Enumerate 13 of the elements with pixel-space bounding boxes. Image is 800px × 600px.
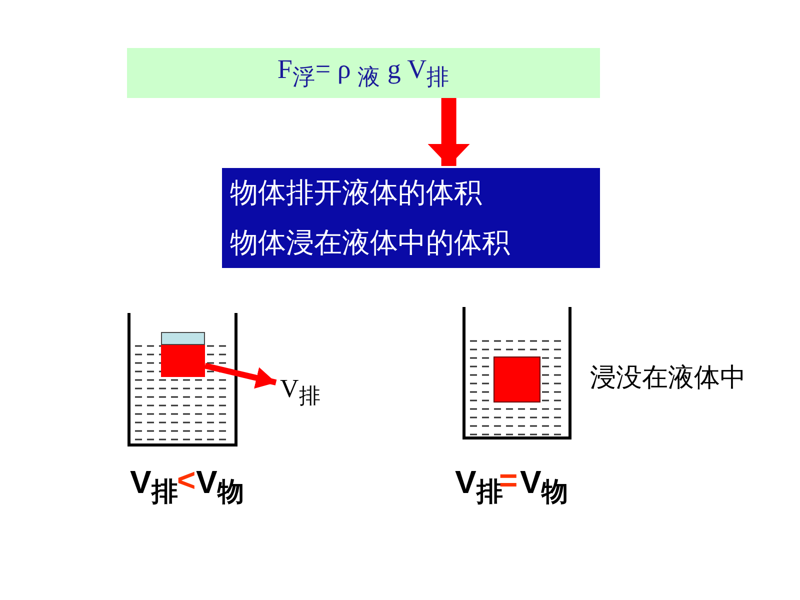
volume-symbol: V$_{物}$ bbox=[196, 464, 244, 508]
volume-symbol: V$_{物}$ bbox=[520, 464, 568, 508]
floating-block bbox=[161, 332, 205, 377]
volume-symbol: V$_{排}$ bbox=[130, 464, 178, 508]
arrow bbox=[428, 98, 470, 166]
definition-box bbox=[222, 168, 600, 268]
definition-text: 物体浸在液体中的体积 bbox=[230, 226, 510, 260]
arrow bbox=[204, 362, 277, 389]
definition-text: 物体排开液体的体积 bbox=[230, 176, 482, 210]
state-text: 浸没在液体中 bbox=[590, 361, 746, 394]
less-than-sign: < bbox=[177, 462, 196, 498]
volume-label: V$_{排}$ bbox=[280, 374, 324, 408]
formula-box: F$_{浮}$= ρ $_{液}$ g V$_{排}$ bbox=[127, 48, 600, 98]
